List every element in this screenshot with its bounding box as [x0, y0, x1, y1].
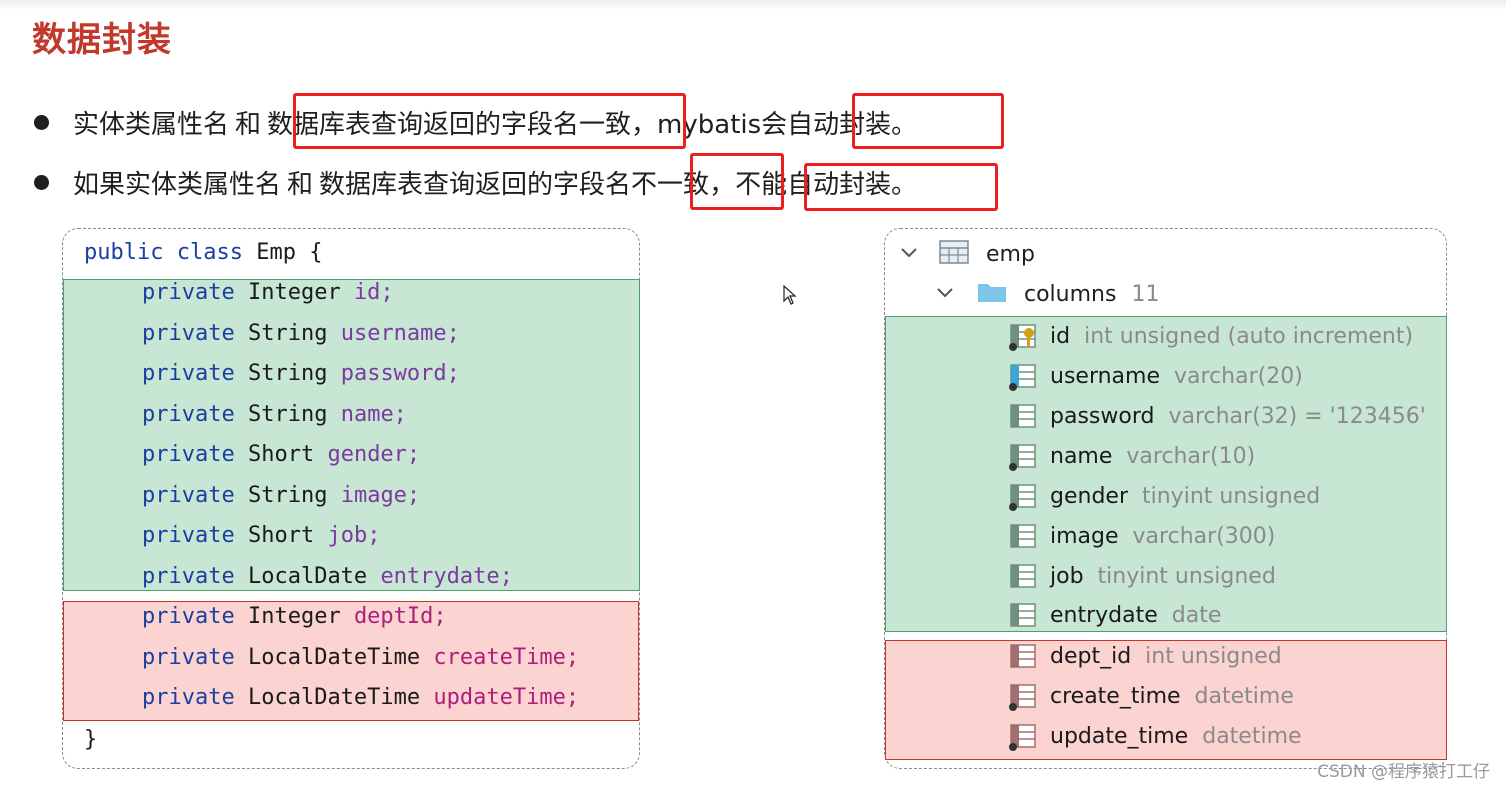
column-icon: [1008, 563, 1038, 591]
top-edge: [0, 0, 1506, 10]
highlight-box-field-name-match: [293, 93, 686, 149]
slide-title: 数据封装: [32, 20, 172, 60]
highlight-box-auto-map: [852, 93, 1004, 149]
class-declaration: public class Emp {: [84, 240, 323, 265]
code-line-gender: private Short gender;: [142, 442, 421, 467]
column-icon: [1008, 403, 1038, 431]
highlight-box-no-auto-map: [804, 163, 998, 211]
unique-column-icon: [1008, 363, 1038, 391]
columns-folder-node[interactable]: columns 11: [934, 280, 1159, 310]
code-line-name: private String name;: [142, 402, 407, 427]
watermark: CSDN @程序猿打工仔: [1317, 762, 1490, 782]
code-line-image: private String image;: [142, 483, 421, 508]
table-name: emp: [986, 242, 1035, 267]
columns-count: 11: [1131, 282, 1160, 307]
bullet-2: 如果实体类属性名和数据库表查询返回的字段名不一致，不能自动封装。: [34, 164, 917, 201]
column-icon: [1008, 723, 1038, 751]
matched-columns-band: [885, 316, 1447, 632]
class-closing-brace: }: [84, 727, 98, 752]
column-icon: [1008, 683, 1038, 711]
matched-fields-band: [63, 279, 640, 591]
code-line-createtime: private LocalDateTime createTime;: [142, 645, 580, 670]
code-line-updatetime: private LocalDateTime updateTime;: [142, 685, 580, 710]
code-line-entrydate: private LocalDate entrydate;: [142, 564, 513, 589]
column-icon: [1008, 643, 1038, 671]
code-line-deptid: private Integer deptId;: [142, 604, 447, 629]
highlight-box-mismatch: [690, 153, 784, 210]
chevron-down-icon[interactable]: [898, 241, 920, 269]
column-icon: [1008, 483, 1038, 511]
columns-label: columns: [1024, 282, 1117, 307]
mismatched-columns-band: [885, 640, 1447, 760]
code-line-job: private Short job;: [142, 523, 381, 548]
table-node-emp[interactable]: emp: [898, 240, 1035, 270]
column-icon: [1008, 602, 1038, 630]
bullet-dot: [34, 175, 49, 190]
bullet-1: 实体类属性名和数据库表查询返回的字段名一致，mybatis会自动封装。: [34, 104, 917, 141]
code-line-password: private String password;: [142, 361, 460, 386]
bullet-dot: [34, 115, 49, 130]
folder-icon: [977, 280, 1007, 310]
column-icon: [1008, 443, 1038, 471]
mismatched-fields-band: [63, 601, 639, 721]
mouse-cursor-icon: [783, 284, 797, 309]
column-icon: [1008, 523, 1038, 551]
table-icon: [939, 240, 969, 270]
code-line-id: private Integer id;: [142, 280, 394, 305]
chevron-down-icon[interactable]: [934, 281, 956, 309]
primary-key-column-icon: [1008, 323, 1038, 351]
code-line-username: private String username;: [142, 321, 460, 346]
